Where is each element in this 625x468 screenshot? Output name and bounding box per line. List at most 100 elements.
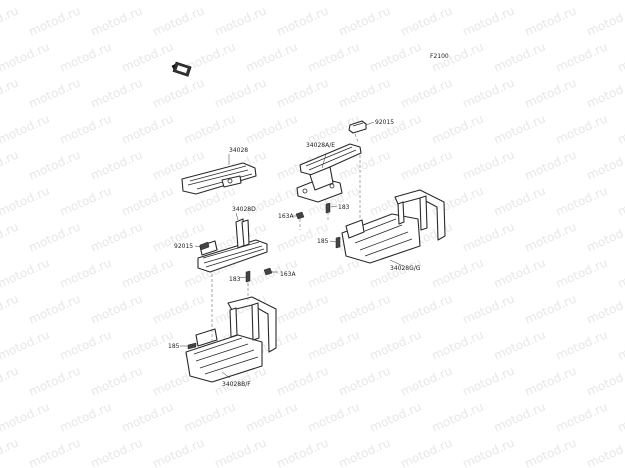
watermark-text: motod.ru [306,0,362,3]
watermark-text: motod.ru [306,40,362,75]
watermark-text: motod.ru [213,76,269,111]
watermark-text: motod.ru [616,256,625,291]
label-34028: 34028 [229,147,248,154]
watermark-text: motod.ru [120,40,176,75]
watermark-text: motod.ru [523,76,579,111]
label-183-a: 183 [338,204,350,211]
watermark-text: motod.ru [27,436,83,468]
step-frame-34028G [341,189,446,264]
watermark-text: motod.ru [120,400,176,435]
watermark-text: motod.ru [399,76,455,111]
clip-92015-left [199,241,210,251]
leader-lines [180,121,404,379]
watermark-text: motod.ru [554,0,610,3]
bolt-183-a [325,202,331,214]
watermark-text: motod.ru [585,364,625,399]
watermark-text: motod.ru [368,184,424,219]
watermark-text: motod.ru [58,112,114,147]
watermark-text: motod.ru [27,148,83,183]
label-183-b: 183 [229,276,241,283]
watermark-text: motod.ru [337,4,393,39]
watermark-text: motod.ru [337,76,393,111]
watermark-text: motod.ru [0,112,52,147]
watermark-text: motod.ru [461,76,517,111]
watermark-text: motod.ru [0,40,52,75]
label-34028D: 34028D [232,206,256,213]
watermark-text: motod.ru [275,4,331,39]
watermark-text: motod.ru [337,436,393,468]
watermark-text: motod.ru [151,292,207,327]
watermark-text: motod.ru [585,436,625,468]
watermark-text: motod.ru [120,112,176,147]
watermark-text: motod.ru [244,400,300,435]
watermark-text: motod.ru [585,220,625,255]
watermark-text: motod.ru [399,292,455,327]
label-185-left: 185 [168,343,180,350]
bolt-185-left [187,342,197,350]
watermark-text: motod.ru [89,220,145,255]
label-92015-top: 92015 [375,119,394,126]
watermark-text: motod.ru [461,148,517,183]
part-labels: 34028 34028A/E 92015 34028D 92015 163A 1… [168,119,421,388]
watermark-text: motod.ru [151,436,207,468]
watermark-text: motod.ru [27,4,83,39]
watermark-text: motod.ru [275,292,331,327]
watermark-text: motod.ru [461,220,517,255]
watermark-text: motod.ru [306,400,362,435]
watermark-text: motod.ru [58,328,114,363]
label-163A-a: 163A [278,213,294,220]
assembly-lines [211,133,361,344]
watermark-text: motod.ru [89,364,145,399]
watermark-text: motod.ru [0,256,52,291]
watermark-text: motod.ru [89,76,145,111]
watermark-text: motod.ru [368,400,424,435]
front-direction-icon [171,61,192,77]
watermark-text: motod.ru [461,364,517,399]
watermark-text: motod.ru [492,40,548,75]
watermark-text: motod.ru [0,436,21,468]
watermark-text: motod.ru [89,436,145,468]
watermark-text: motod.ru [58,256,114,291]
watermark-text: motod.ru [554,400,610,435]
watermark-text: motod.ru [213,436,269,468]
watermark-text: motod.ru [151,4,207,39]
watermark-text: motod.ru [89,4,145,39]
watermark-text: motod.ru [337,292,393,327]
watermark-text: motod.ru [585,148,625,183]
watermark-text: motod.ru [58,40,114,75]
watermark-text: motod.ru [554,256,610,291]
watermark-text: motod.ru [492,256,548,291]
watermark-text: motod.ru [182,112,238,147]
watermark-text: motod.ru [616,40,625,75]
label-92015-left: 92015 [174,243,193,250]
nut-163A-a [295,211,305,220]
watermark-text: motod.ru [585,292,625,327]
label-34028B: 34028B/F [222,381,251,388]
watermark-text: motod.ru [244,0,300,3]
watermark-text: motod.ru [275,76,331,111]
watermark-text: motod.ru [58,400,114,435]
watermark-text: motod.ru [554,184,610,219]
watermark-text: motod.ru [585,76,625,111]
watermark-text: motod.ru [244,112,300,147]
watermark-text: motod.ru [275,364,331,399]
watermark-text: motod.ru [89,292,145,327]
watermark-text: motod.ru [523,4,579,39]
label-163A-b: 163A [280,271,296,278]
watermark-text: motod.ru [120,184,176,219]
watermark-text: motod.ru [430,400,486,435]
label-185-right: 185 [317,238,329,245]
watermark-text: motod.ru [89,148,145,183]
watermark-text: motod.ru [554,40,610,75]
watermark-text: motod.ru [368,0,424,3]
watermark-text: motod.ru [523,436,579,468]
watermark-text: motod.ru [306,328,362,363]
watermark-text: motod.ru [151,76,207,111]
watermark-text: motod.ru [0,0,52,3]
watermark-text: motod.ru [523,148,579,183]
label-34028G: 34028G/G [390,265,421,272]
watermark-text: motod.ru [120,256,176,291]
watermark-text: motod.ru [492,328,548,363]
footpeg-plate-34028 [181,162,257,195]
